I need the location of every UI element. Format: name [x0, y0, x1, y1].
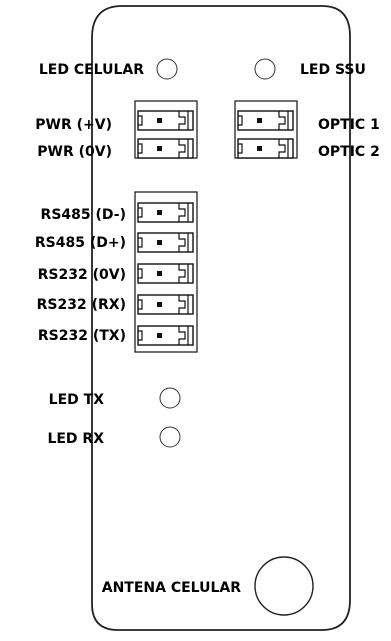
- label-rs232-tx: RS232 (TX): [38, 328, 126, 344]
- connector-pin: [157, 271, 162, 276]
- label-optic-2: OPTIC 2: [318, 144, 380, 160]
- label-rs232-0v: RS232 (0V): [38, 267, 126, 283]
- connector-step: [178, 233, 186, 252]
- label-pwr-positive: PWR (+V): [35, 117, 112, 133]
- connector-pin: [157, 146, 162, 151]
- antenna-connector-icon: [254, 556, 314, 616]
- label-optic-1: OPTIC 1: [318, 117, 380, 133]
- connector-pwr-zero: [137, 138, 194, 159]
- connector-latch: [138, 143, 143, 154]
- connector-step: [178, 111, 186, 130]
- connector-step: [178, 295, 186, 314]
- connector-step: [178, 264, 186, 283]
- label-antena-celular: ANTENA CELULAR: [102, 580, 241, 596]
- label-led-rx: LED RX: [47, 431, 104, 447]
- connector-pin: [257, 146, 262, 151]
- connector-rs485-dplus: [137, 232, 194, 253]
- connector-step: [278, 139, 286, 158]
- connector-optic-1: [237, 110, 294, 131]
- connector-pin: [257, 118, 262, 123]
- label-rs232-rx: RS232 (RX): [37, 297, 126, 313]
- connector-step: [178, 326, 186, 345]
- led-ssu-indicator: [254, 58, 276, 80]
- connector-step: [278, 111, 286, 130]
- led-celular-indicator: [156, 58, 178, 80]
- label-pwr-zero: PWR (0V): [37, 144, 112, 160]
- connector-rs232-rx: [137, 294, 194, 315]
- led-tx-indicator: [159, 387, 181, 409]
- serial-connector-group: [134, 191, 198, 353]
- connector-rs232-tx: [137, 325, 194, 346]
- connector-optic-2: [237, 138, 294, 159]
- connector-latch: [138, 207, 143, 218]
- label-rs485-dminus: RS485 (D-): [41, 207, 126, 223]
- label-led-celular: LED CELULAR: [39, 62, 144, 78]
- connector-step: [178, 203, 186, 222]
- label-led-ssu: LED SSU: [300, 62, 366, 78]
- connector-latch: [138, 237, 143, 248]
- label-rs485-dplus: RS485 (D+): [35, 235, 126, 251]
- connector-latch: [138, 330, 143, 341]
- connector-pin: [157, 333, 162, 338]
- connector-step: [178, 139, 186, 158]
- led-rx-indicator: [159, 426, 181, 448]
- panel-outline: [91, 5, 351, 631]
- label-led-tx: LED TX: [49, 392, 105, 408]
- connector-rs485-dminus: [137, 202, 194, 223]
- connector-pin: [157, 210, 162, 215]
- connector-pin: [157, 118, 162, 123]
- connector-layer: [137, 110, 294, 346]
- connector-latch: [138, 299, 143, 310]
- connector-latch: [138, 115, 143, 126]
- connector-pin: [157, 302, 162, 307]
- connector-latch: [138, 268, 143, 279]
- connector-rs232-0v: [137, 263, 194, 284]
- connector-latch: [238, 115, 243, 126]
- connector-latch: [238, 143, 243, 154]
- connector-pin: [157, 240, 162, 245]
- connector-pwr-positive: [137, 110, 194, 131]
